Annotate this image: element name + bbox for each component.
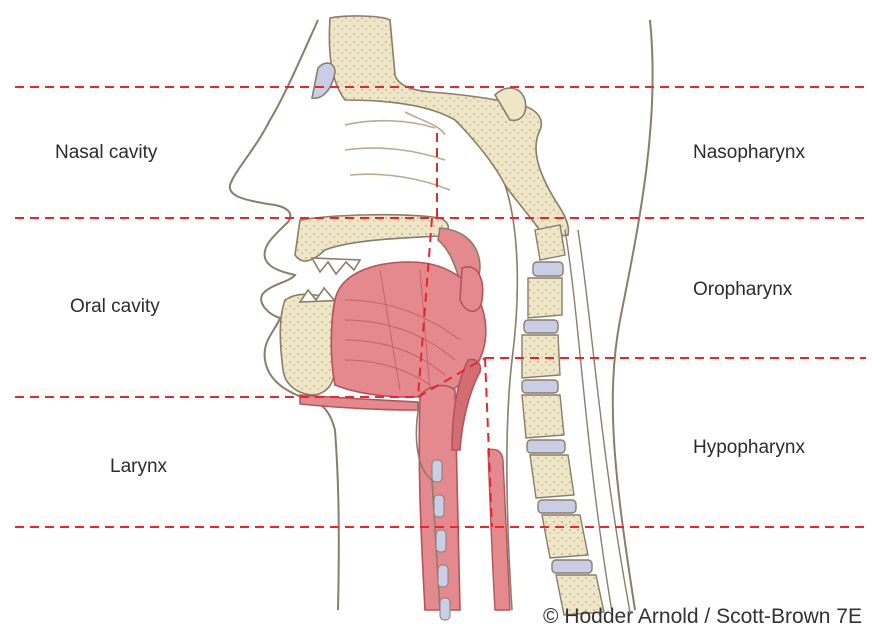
copyright-credit: © Hodder Arnold / Scott-Brown 7E <box>543 605 862 629</box>
label-larynx: Larynx <box>110 456 167 478</box>
label-oropharynx: Oropharynx <box>693 279 792 301</box>
divider-vertical-hypopharynx <box>485 358 492 527</box>
label-hypopharynx: Hypopharynx <box>693 437 805 459</box>
label-nasal-cavity: Nasal cavity <box>55 142 157 164</box>
skull-bones <box>312 16 568 238</box>
nasal-conchae <box>345 112 450 190</box>
label-oral-cavity: Oral cavity <box>70 296 160 318</box>
label-nasopharynx: Nasopharynx <box>693 142 805 164</box>
